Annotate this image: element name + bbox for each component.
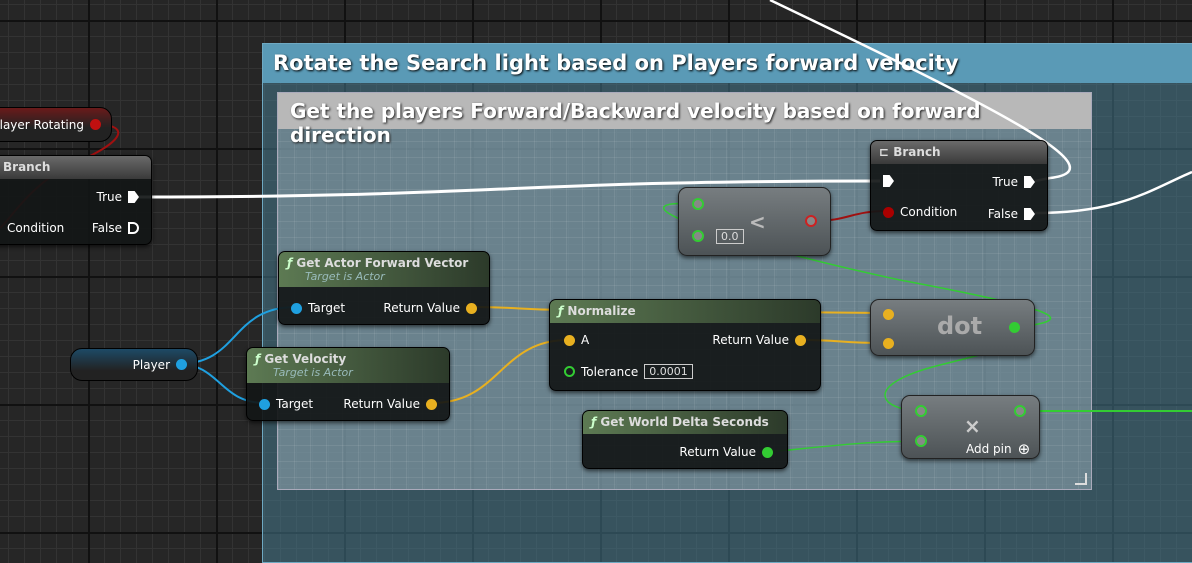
comment-title[interactable]: Get the players Forward/Backward velocit…: [278, 93, 1091, 147]
object-pin[interactable]: [176, 359, 187, 370]
node-subtitle: Target is Actor: [273, 366, 353, 379]
add-pin-button[interactable]: Add pin⊕: [966, 440, 1031, 458]
output-pin[interactable]: [805, 215, 817, 227]
variable-player-rotating[interactable]: layer Rotating: [0, 107, 112, 142]
target-pin[interactable]: Target: [291, 301, 345, 315]
output-pin[interactable]: [1009, 322, 1020, 333]
return-value-pin[interactable]: Return Value: [679, 445, 773, 459]
false-pin[interactable]: False: [988, 207, 1035, 221]
return-value-pin[interactable]: Return Value: [383, 301, 477, 315]
exec-wire: [137, 179, 881, 199]
vector-wire: [431, 339, 569, 404]
dot-product-node[interactable]: dot: [870, 299, 1035, 356]
exec-pin-icon: [883, 175, 894, 187]
function-icon: ƒ: [558, 304, 564, 318]
less-than-node[interactable]: 0.0 <: [678, 187, 831, 256]
return-value-pin[interactable]: Return Value: [712, 333, 806, 347]
target-pin[interactable]: Target: [259, 397, 313, 411]
bool-pin[interactable]: [90, 119, 101, 130]
true-pin[interactable]: True: [97, 190, 139, 204]
operator-label: ×: [964, 414, 981, 438]
input-pin-b[interactable]: [692, 230, 704, 242]
function-icon: ƒ: [287, 256, 293, 270]
condition-pin[interactable]: Condition: [7, 221, 65, 235]
condition-pin[interactable]: Condition: [883, 205, 957, 219]
function-icon: ƒ: [255, 352, 261, 366]
branch-node-left[interactable]: Branch True Condition False: [0, 155, 152, 245]
operator-label: <: [749, 210, 766, 234]
return-value-pin[interactable]: Return Value: [343, 397, 437, 411]
function-icon: ƒ: [591, 415, 597, 429]
node-title: Branch: [893, 145, 941, 159]
node-title: Normalize: [567, 304, 636, 318]
branch-node-right[interactable]: ⊏ Branch True Condition False: [870, 140, 1048, 231]
variable-label: Player: [132, 357, 170, 372]
multiply-node[interactable]: × Add pin⊕: [901, 395, 1040, 459]
exec-pin-icon: [128, 222, 139, 234]
node-title: Get Actor Forward Vector: [296, 256, 469, 270]
exec-pin-icon: [1024, 176, 1035, 188]
false-pin[interactable]: False: [92, 221, 139, 235]
node-subtitle: Target is Actor: [305, 270, 385, 283]
float-wire: [767, 440, 921, 453]
comment-title[interactable]: Rotate the Search light based on Players…: [263, 44, 1192, 83]
get-world-delta-seconds-node[interactable]: ƒ Get World Delta Seconds Return Value: [582, 410, 788, 469]
node-title: Branch: [0, 156, 151, 179]
true-pin[interactable]: True: [993, 175, 1035, 189]
output-pin[interactable]: [1014, 405, 1026, 417]
node-title: Get Velocity: [264, 352, 347, 366]
input-pin-b[interactable]: [883, 338, 894, 349]
input-pin-a[interactable]: [692, 198, 704, 210]
a-pin[interactable]: A: [564, 333, 589, 347]
exec-wire: [1034, 170, 1192, 215]
default-value-field[interactable]: 0.0: [716, 229, 744, 244]
variable-label: layer Rotating: [0, 117, 84, 132]
input-pin-a[interactable]: [915, 405, 927, 417]
exec-wire: [769, 0, 1072, 183]
input-pin-a[interactable]: [883, 309, 894, 320]
node-title: Get World Delta Seconds: [600, 415, 769, 429]
input-pin-b[interactable]: [915, 435, 927, 447]
add-icon: ⊕: [1017, 440, 1031, 458]
tolerance-field[interactable]: 0.0001: [644, 364, 693, 379]
variable-player[interactable]: Player: [70, 348, 198, 381]
exec-in-pin[interactable]: [883, 175, 894, 187]
operator-label: dot: [937, 312, 983, 340]
exec-pin-icon: [128, 191, 139, 203]
exec-pin-icon: [1024, 208, 1035, 220]
branch-icon: ⊏: [879, 145, 894, 159]
